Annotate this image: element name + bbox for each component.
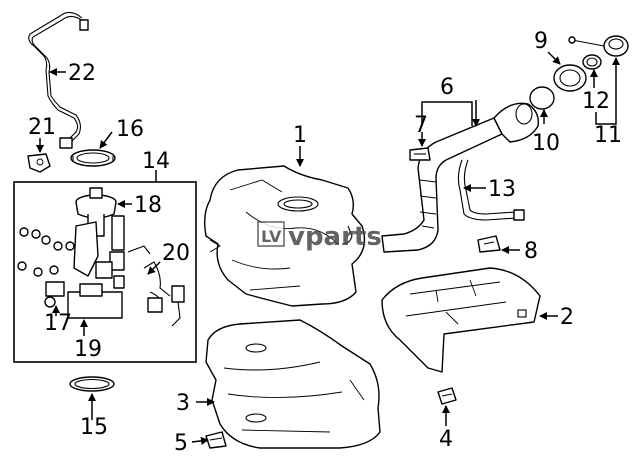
callout-11: 11 xyxy=(594,123,622,148)
callout-13: 13 xyxy=(488,177,516,202)
callout-14: 14 xyxy=(142,149,170,174)
callout-12: 12 xyxy=(582,89,610,114)
skid-plate-clip-part xyxy=(205,431,227,449)
callout-1: 1 xyxy=(293,123,307,148)
callout-22: 22 xyxy=(68,61,96,86)
heat-shield-clip-part xyxy=(437,387,457,405)
watermark: LV vparts xyxy=(257,221,382,252)
callout-21: 21 xyxy=(28,115,56,140)
skid-plate-part xyxy=(205,319,381,449)
leader-5 xyxy=(191,436,209,445)
leader-6-bracket xyxy=(421,101,473,126)
filler-pipe-part xyxy=(381,102,539,253)
lv-logo-icon: LV xyxy=(257,221,285,247)
watermark-logo-text: LV xyxy=(261,227,282,246)
callout-20: 20 xyxy=(162,241,190,266)
leader-9 xyxy=(547,51,561,65)
callout-2: 2 xyxy=(560,305,574,330)
heat-shield-part xyxy=(381,267,541,373)
hose-clip-part xyxy=(477,235,501,253)
callout-18: 18 xyxy=(134,193,162,218)
callout-7: 7 xyxy=(414,113,428,138)
fuel-cap-part xyxy=(568,35,629,57)
callout-4: 4 xyxy=(439,427,453,452)
seal-disc-part xyxy=(529,86,555,110)
leader-16 xyxy=(99,131,113,149)
callout-10: 10 xyxy=(532,131,560,156)
leader-11-bracket xyxy=(595,112,617,125)
callout-15: 15 xyxy=(80,415,108,440)
fuel-pump-module-group xyxy=(13,181,197,363)
callout-16: 16 xyxy=(116,117,144,142)
callout-labels: 1 2 3 4 5 6 7 8 9 10 11 12 13 14 15 16 1… xyxy=(28,29,622,456)
leader-lines xyxy=(36,51,620,445)
clip-part xyxy=(27,153,51,173)
watermark-brand: vparts xyxy=(288,222,382,252)
lock-ring-part xyxy=(70,149,116,167)
leader-20 xyxy=(147,261,161,275)
breather-hose-part xyxy=(457,159,525,221)
bracket-part xyxy=(409,147,431,161)
callout-8: 8 xyxy=(524,239,538,264)
callout-6: 6 xyxy=(440,75,454,100)
callout-19: 19 xyxy=(74,337,102,362)
vent-tube-part xyxy=(28,11,89,149)
callout-5: 5 xyxy=(174,431,188,456)
callout-9: 9 xyxy=(534,29,548,54)
callout-3: 3 xyxy=(176,391,190,416)
callout-17: 17 xyxy=(44,311,72,336)
gasket-part xyxy=(69,376,115,392)
filler-housing-part xyxy=(553,64,587,92)
cap-gasket-part xyxy=(582,54,602,70)
